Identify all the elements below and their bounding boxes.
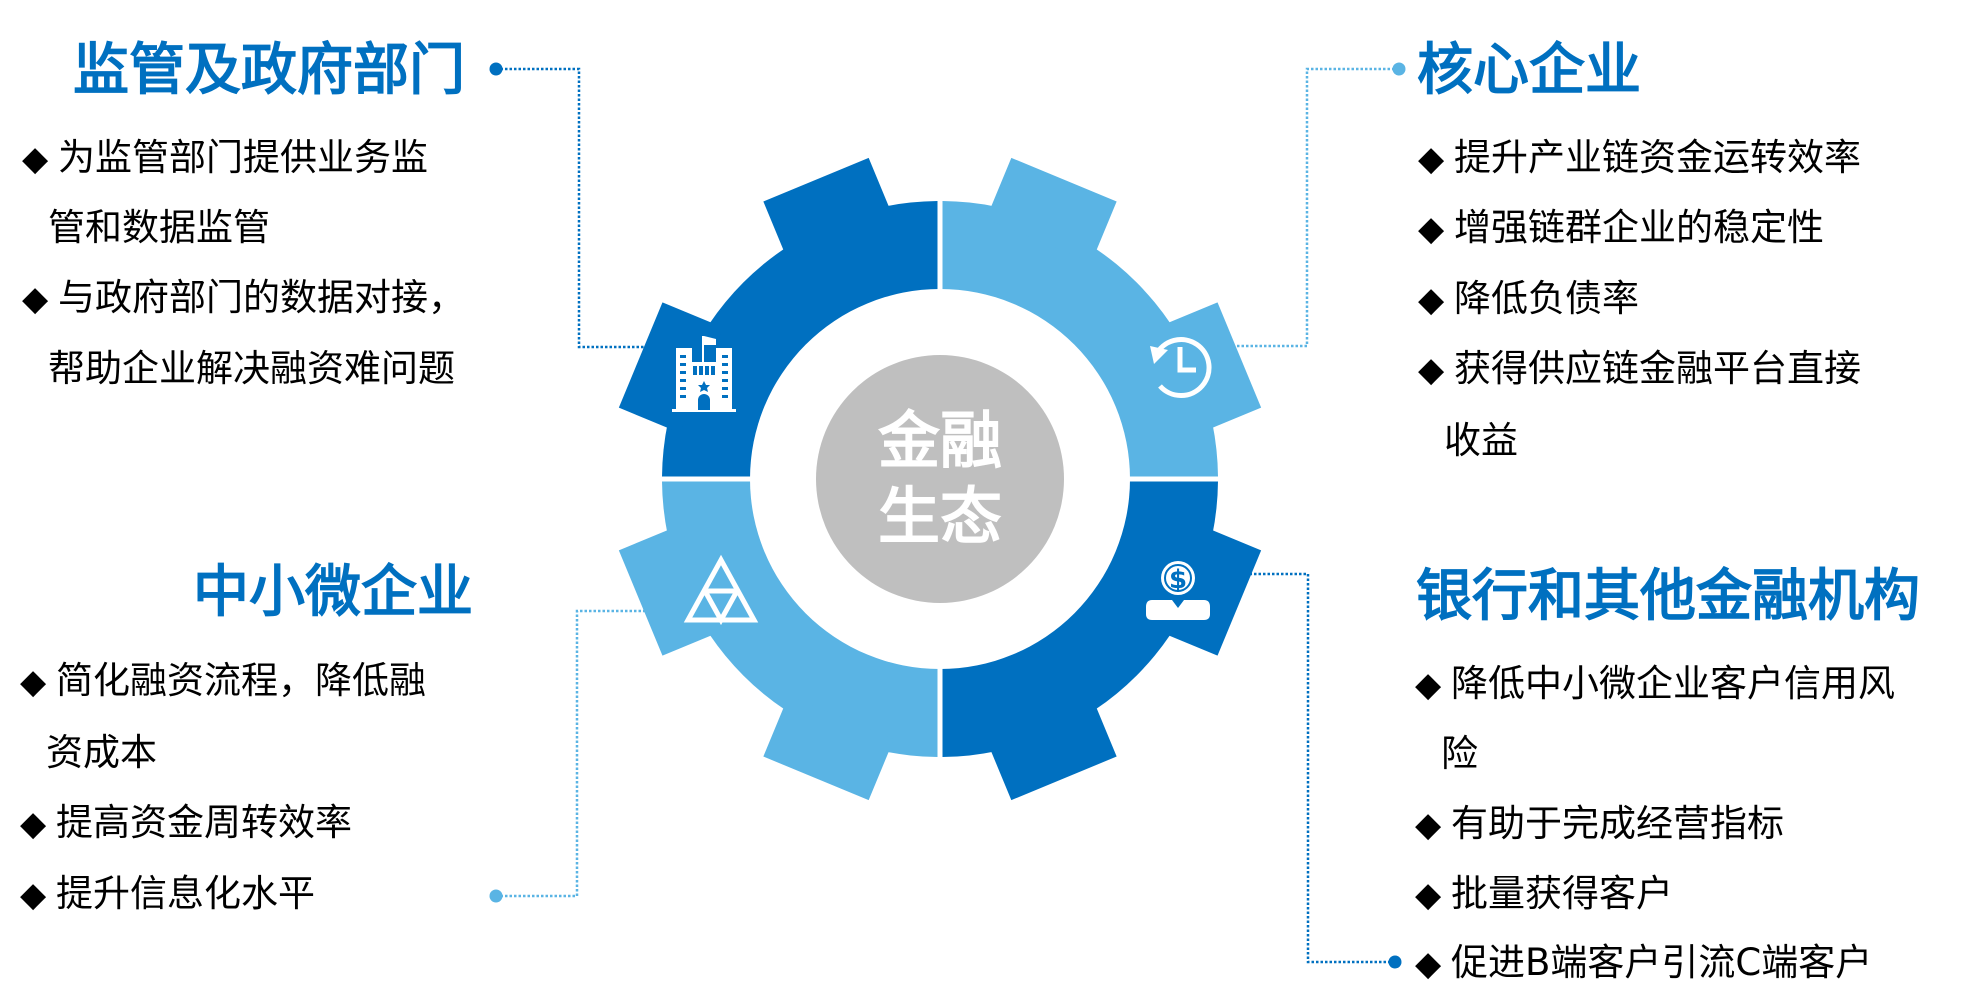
- list-item: ◆降低负债率: [1418, 277, 1639, 320]
- list-item: ◆有助于完成经营指标: [1415, 802, 1784, 845]
- list-item: ◆促进B端客户引流C端客户: [1415, 941, 1873, 984]
- diamond-bullet-icon: ◆: [1418, 280, 1445, 320]
- center-circle: [816, 355, 1064, 603]
- connectors: [489, 62, 1406, 969]
- connector-dot-core-enterprise: [1392, 62, 1406, 76]
- triangle-pyramid-icon: [683, 554, 759, 626]
- list-item: ◆提升产业链资金运转效率: [1418, 136, 1861, 179]
- list-item: ◆降低中小微企业客户信用风: [1415, 662, 1895, 705]
- section-title-smes: 中小微企业: [193, 560, 473, 625]
- list-item: ◆提高资金周转效率: [20, 801, 352, 844]
- history-clock-icon: [1150, 337, 1212, 398]
- diamond-bullet-icon: ◆: [22, 279, 49, 319]
- diamond-bullet-icon: ◆: [22, 139, 49, 179]
- section-title-banks: 银行和其他金融机构: [1416, 564, 1920, 629]
- gear-tooth: [763, 157, 894, 263]
- list-item: 帮助企业解决融资难问题: [48, 347, 455, 390]
- connector-smes: [496, 609, 650, 898]
- list-item: ◆批量获得客户: [1415, 872, 1673, 915]
- gear-tooth: [763, 695, 894, 801]
- diamond-bullet-icon: ◆: [1418, 209, 1445, 249]
- gear-tooth: [986, 157, 1117, 263]
- list-item: ◆与政府部门的数据对接，: [22, 276, 465, 319]
- gear-tooth: [618, 302, 724, 433]
- diamond-bullet-icon: ◆: [1418, 350, 1445, 390]
- list-item: ◆获得供应链金融平台直接: [1418, 347, 1861, 390]
- gear-tooth: [1156, 525, 1262, 656]
- list-item: 资成本: [46, 731, 157, 774]
- connector-core-enterprise: [1232, 67, 1399, 348]
- center-label: 金融 生态: [878, 403, 1002, 555]
- list-item: 管和数据监管: [48, 206, 270, 249]
- list-item: ◆提升信息化水平: [20, 872, 315, 915]
- connector-dot-regulators: [489, 62, 503, 76]
- dollar-person-icon: $: [1146, 561, 1210, 620]
- diamond-bullet-icon: ◆: [1415, 805, 1442, 845]
- section-title-regulators: 监管及政府部门: [73, 38, 465, 103]
- diamond-bullet-icon: ◆: [1415, 665, 1442, 705]
- gear-tooth: [986, 695, 1117, 801]
- diamond-bullet-icon: ◆: [1415, 875, 1442, 915]
- list-item: 收益: [1444, 419, 1518, 462]
- government-building-icon: [672, 336, 736, 412]
- diamond-bullet-icon: ◆: [1418, 139, 1445, 179]
- connector-banks: [1245, 572, 1395, 964]
- connector-regulators: [496, 67, 660, 349]
- center-label-line2: 生态: [877, 480, 1003, 553]
- diamond-bullet-icon: ◆: [20, 662, 47, 702]
- connector-dot-banks: [1388, 955, 1402, 969]
- diamond-bullet-icon: ◆: [20, 875, 47, 915]
- section-title-core-enterprise: 核心企业: [1417, 38, 1641, 103]
- diamond-bullet-icon: ◆: [20, 804, 47, 844]
- center-label-line1: 金融: [877, 404, 1003, 477]
- connector-dot-smes: [489, 889, 503, 903]
- svg-text:$: $: [1169, 565, 1187, 595]
- list-item: ◆简化融资流程，降低融: [20, 659, 426, 702]
- list-item: 险: [1441, 732, 1478, 775]
- list-item: ◆为监管部门提供业务监: [22, 136, 428, 179]
- diamond-bullet-icon: ◆: [1415, 944, 1442, 984]
- gear-tooth: [618, 525, 724, 656]
- list-item: ◆增强链群企业的稳定性: [1418, 206, 1824, 249]
